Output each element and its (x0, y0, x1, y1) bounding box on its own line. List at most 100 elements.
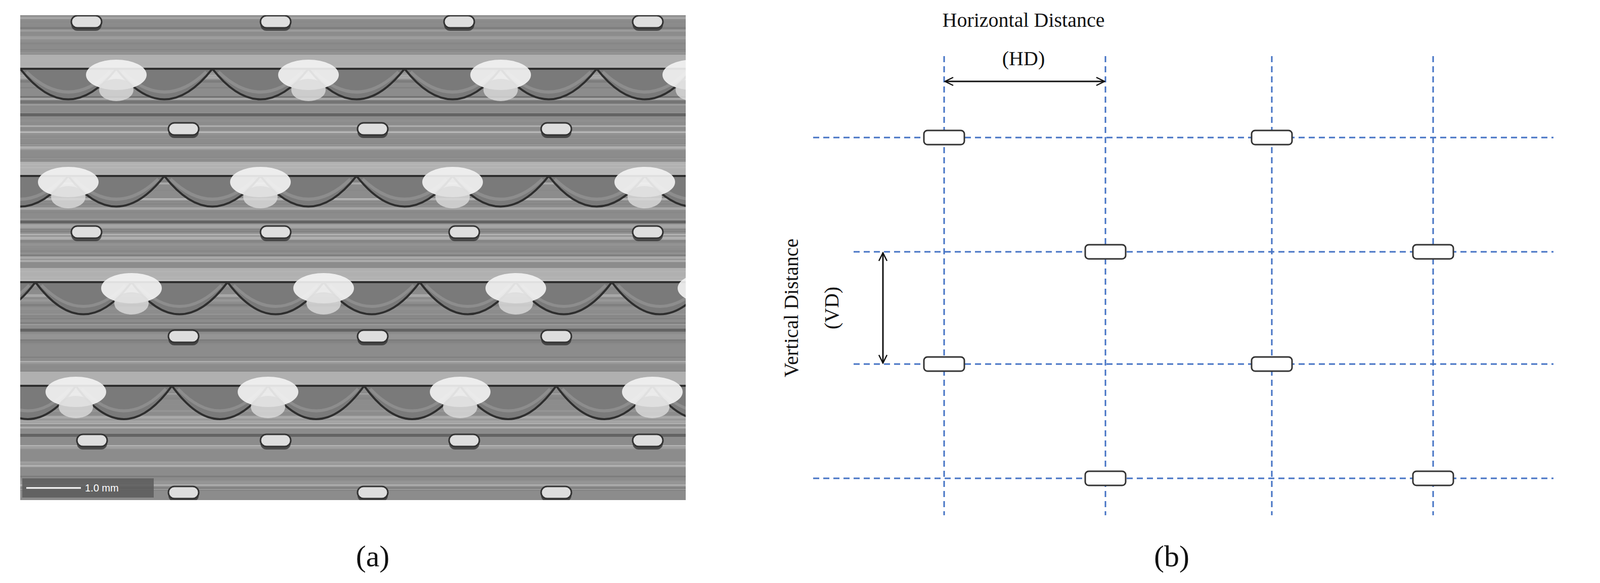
surface-streak (20, 252, 686, 254)
surface-streak (20, 144, 686, 146)
surface-streak (20, 322, 686, 326)
grid-line (943, 56, 946, 516)
surface-streak (20, 366, 686, 368)
dimple (260, 15, 291, 28)
dimension-label: Horizontal Distance (HD) (932, 1, 1115, 78)
surface-streak (20, 324, 686, 326)
surface-streak (20, 21, 686, 23)
dimple (71, 15, 102, 28)
surface-streak (20, 39, 686, 42)
surface-streak (20, 254, 686, 256)
surface-streak (20, 35, 686, 39)
surface-streak (20, 464, 686, 468)
surface-streak (20, 218, 686, 221)
highlight (291, 78, 326, 102)
surface-streak (20, 42, 686, 44)
highlight (442, 395, 478, 419)
band-shadow (20, 220, 686, 224)
band-shadow (20, 113, 686, 117)
surface-streak (20, 317, 686, 320)
scale-bar (26, 487, 81, 490)
panel-label: (a) (356, 538, 390, 574)
surface-streak (20, 208, 686, 211)
dimple (632, 15, 663, 28)
highlight (99, 78, 134, 102)
scallop-band (20, 161, 686, 224)
surface-streak (20, 332, 686, 334)
surface-streak (20, 24, 686, 27)
surface-streak (20, 132, 686, 136)
surface-streak (20, 26, 686, 30)
surface-streak (20, 361, 686, 363)
surface-streak (20, 313, 686, 316)
surface-streak (20, 334, 686, 336)
dimple-outline (1085, 244, 1126, 259)
band-shadow (20, 433, 686, 437)
surface-streak (20, 143, 686, 146)
grid-line (1104, 56, 1107, 516)
band-top (20, 161, 686, 177)
surface-streak (20, 243, 686, 246)
dimple (71, 226, 102, 239)
dimple-outline (1412, 244, 1454, 259)
surface-streak (20, 339, 686, 341)
dimple (632, 434, 663, 447)
surface-streak (20, 250, 686, 252)
highlight (483, 78, 518, 102)
surface-streak (20, 157, 686, 159)
surface-streak (20, 363, 686, 365)
surface-streak (20, 138, 686, 139)
scallop-band (20, 268, 686, 332)
surface-streak (20, 475, 686, 478)
dimple (357, 330, 388, 343)
band-top (20, 371, 686, 387)
dimple-outline (923, 130, 965, 145)
surface-streak (20, 236, 686, 240)
micrograph (20, 15, 686, 501)
scale-label: 1.0 mm (84, 481, 119, 495)
highlight (250, 395, 286, 419)
surface-streak (20, 40, 686, 42)
surface-streak (20, 475, 686, 478)
surface-streak (20, 146, 686, 149)
dimple (541, 486, 572, 499)
dimple (260, 434, 291, 447)
scallop-texture (20, 285, 30, 307)
dimple (357, 486, 388, 499)
surface-streak (20, 124, 686, 127)
surface-streak (20, 52, 686, 54)
dimple-outline (1085, 471, 1126, 486)
surface-streak (20, 331, 686, 335)
surface-streak (20, 149, 686, 151)
highlight (675, 78, 686, 102)
surface-streak (20, 149, 686, 151)
dimension-arrow (882, 252, 884, 364)
scallop-texture (617, 285, 686, 307)
surface-streak (20, 259, 686, 262)
surface-streak (20, 448, 686, 450)
highlight (498, 292, 533, 315)
surface-streak (20, 461, 686, 465)
scallop-band (20, 371, 686, 437)
highlight (677, 273, 686, 304)
scale-bar-ground (22, 478, 154, 498)
dimple (449, 226, 480, 239)
surface-streak (20, 100, 686, 104)
surface-streak (20, 17, 686, 20)
dimension-label: Vertical Distance (VD) (771, 224, 853, 392)
surface-streak (20, 157, 686, 159)
photo-ground (20, 15, 686, 501)
surface-streak (20, 357, 686, 359)
surface-streak (20, 15, 686, 17)
surface-streak (20, 49, 686, 51)
surface-streak (20, 422, 686, 425)
dimple-grid (813, 56, 1554, 516)
surface-streak (20, 370, 686, 372)
surface-streak (20, 445, 686, 448)
panel-label: (b) (1153, 538, 1190, 574)
surface-streak (20, 135, 686, 137)
dimple (76, 434, 108, 447)
surface-streak (20, 125, 686, 127)
surface-streak (20, 341, 686, 345)
surface-streak (20, 131, 686, 133)
